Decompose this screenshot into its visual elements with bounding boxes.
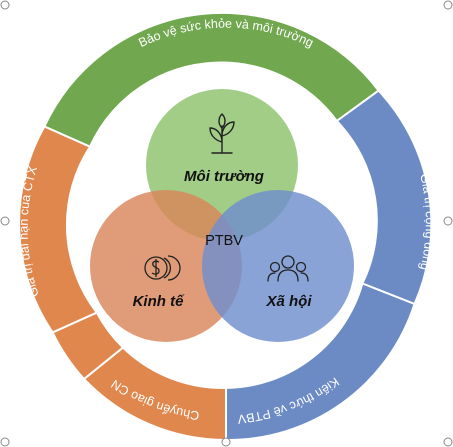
ring-segment-long-term-value (18, 125, 99, 334)
ring-segment-health-environment (43, 11, 381, 149)
circle-label-society: Xã hội (265, 293, 312, 310)
ring-label-community-value: Giá trị cộng đồng (417, 172, 437, 271)
resize-handle-right[interactable] (443, 216, 453, 226)
center-label: PTBV (205, 233, 243, 249)
resize-handle-bottom-right[interactable] (443, 437, 453, 447)
resize-handle-top-left[interactable] (0, 0, 10, 10)
resize-handle-bottom[interactable] (221, 437, 231, 447)
venn-circles (90, 89, 354, 342)
coins-icon (144, 255, 181, 281)
plant-icon (209, 113, 235, 154)
circle-label-environment: Môi trường (184, 168, 264, 185)
people-icon (267, 255, 309, 282)
circle-label-economy: Kinh tế (133, 293, 185, 310)
resize-handle-bottom-left[interactable] (0, 437, 10, 447)
resize-handle-top-right[interactable] (443, 0, 453, 10)
circle-society (202, 190, 354, 342)
resize-handle-left[interactable] (0, 216, 10, 226)
circle-economy (90, 190, 242, 342)
